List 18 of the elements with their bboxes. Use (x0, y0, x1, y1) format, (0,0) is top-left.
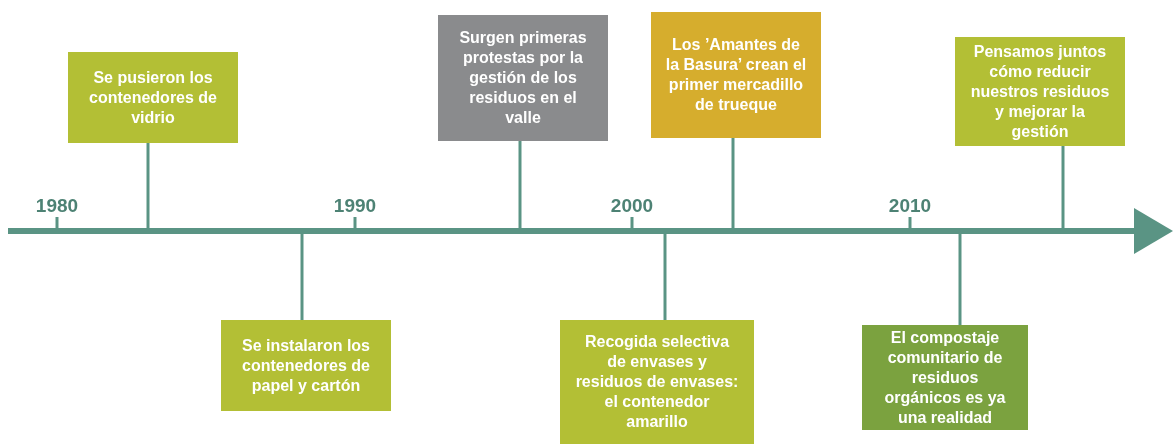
leader-line (663, 231, 667, 320)
year-label: 2000 (610, 195, 654, 217)
event-box: El compostaje comunitario de residuos orgánicos es ya una realidad (862, 325, 1028, 430)
leader-line (518, 141, 522, 231)
leader-line (300, 231, 304, 320)
event-box: Pensamos juntos cómo reducir nuestros residuos y mejorar la gestión (955, 37, 1125, 146)
leader-line (146, 143, 150, 231)
year-label: 1980 (35, 195, 79, 217)
year-label: 1990 (333, 195, 377, 217)
event-box: Se instalaron los contenedores de papel y cartón (221, 320, 391, 411)
event-box: Los ’Amantes de la Basura’ crean el primer mercadillo de trueque (651, 12, 821, 138)
year-label: 2010 (888, 195, 932, 217)
event-box: Recogida selectiva de envases y residuos de envases: el contenedor amarillo (560, 320, 754, 444)
leader-line (731, 138, 735, 231)
leader-line (958, 231, 962, 325)
leader-line (1061, 146, 1065, 231)
event-box: Se pusieron los contenedores de vidrio (68, 52, 238, 143)
event-box: Surgen primeras protestas por la gestión de los residuos en el valle (438, 15, 608, 141)
